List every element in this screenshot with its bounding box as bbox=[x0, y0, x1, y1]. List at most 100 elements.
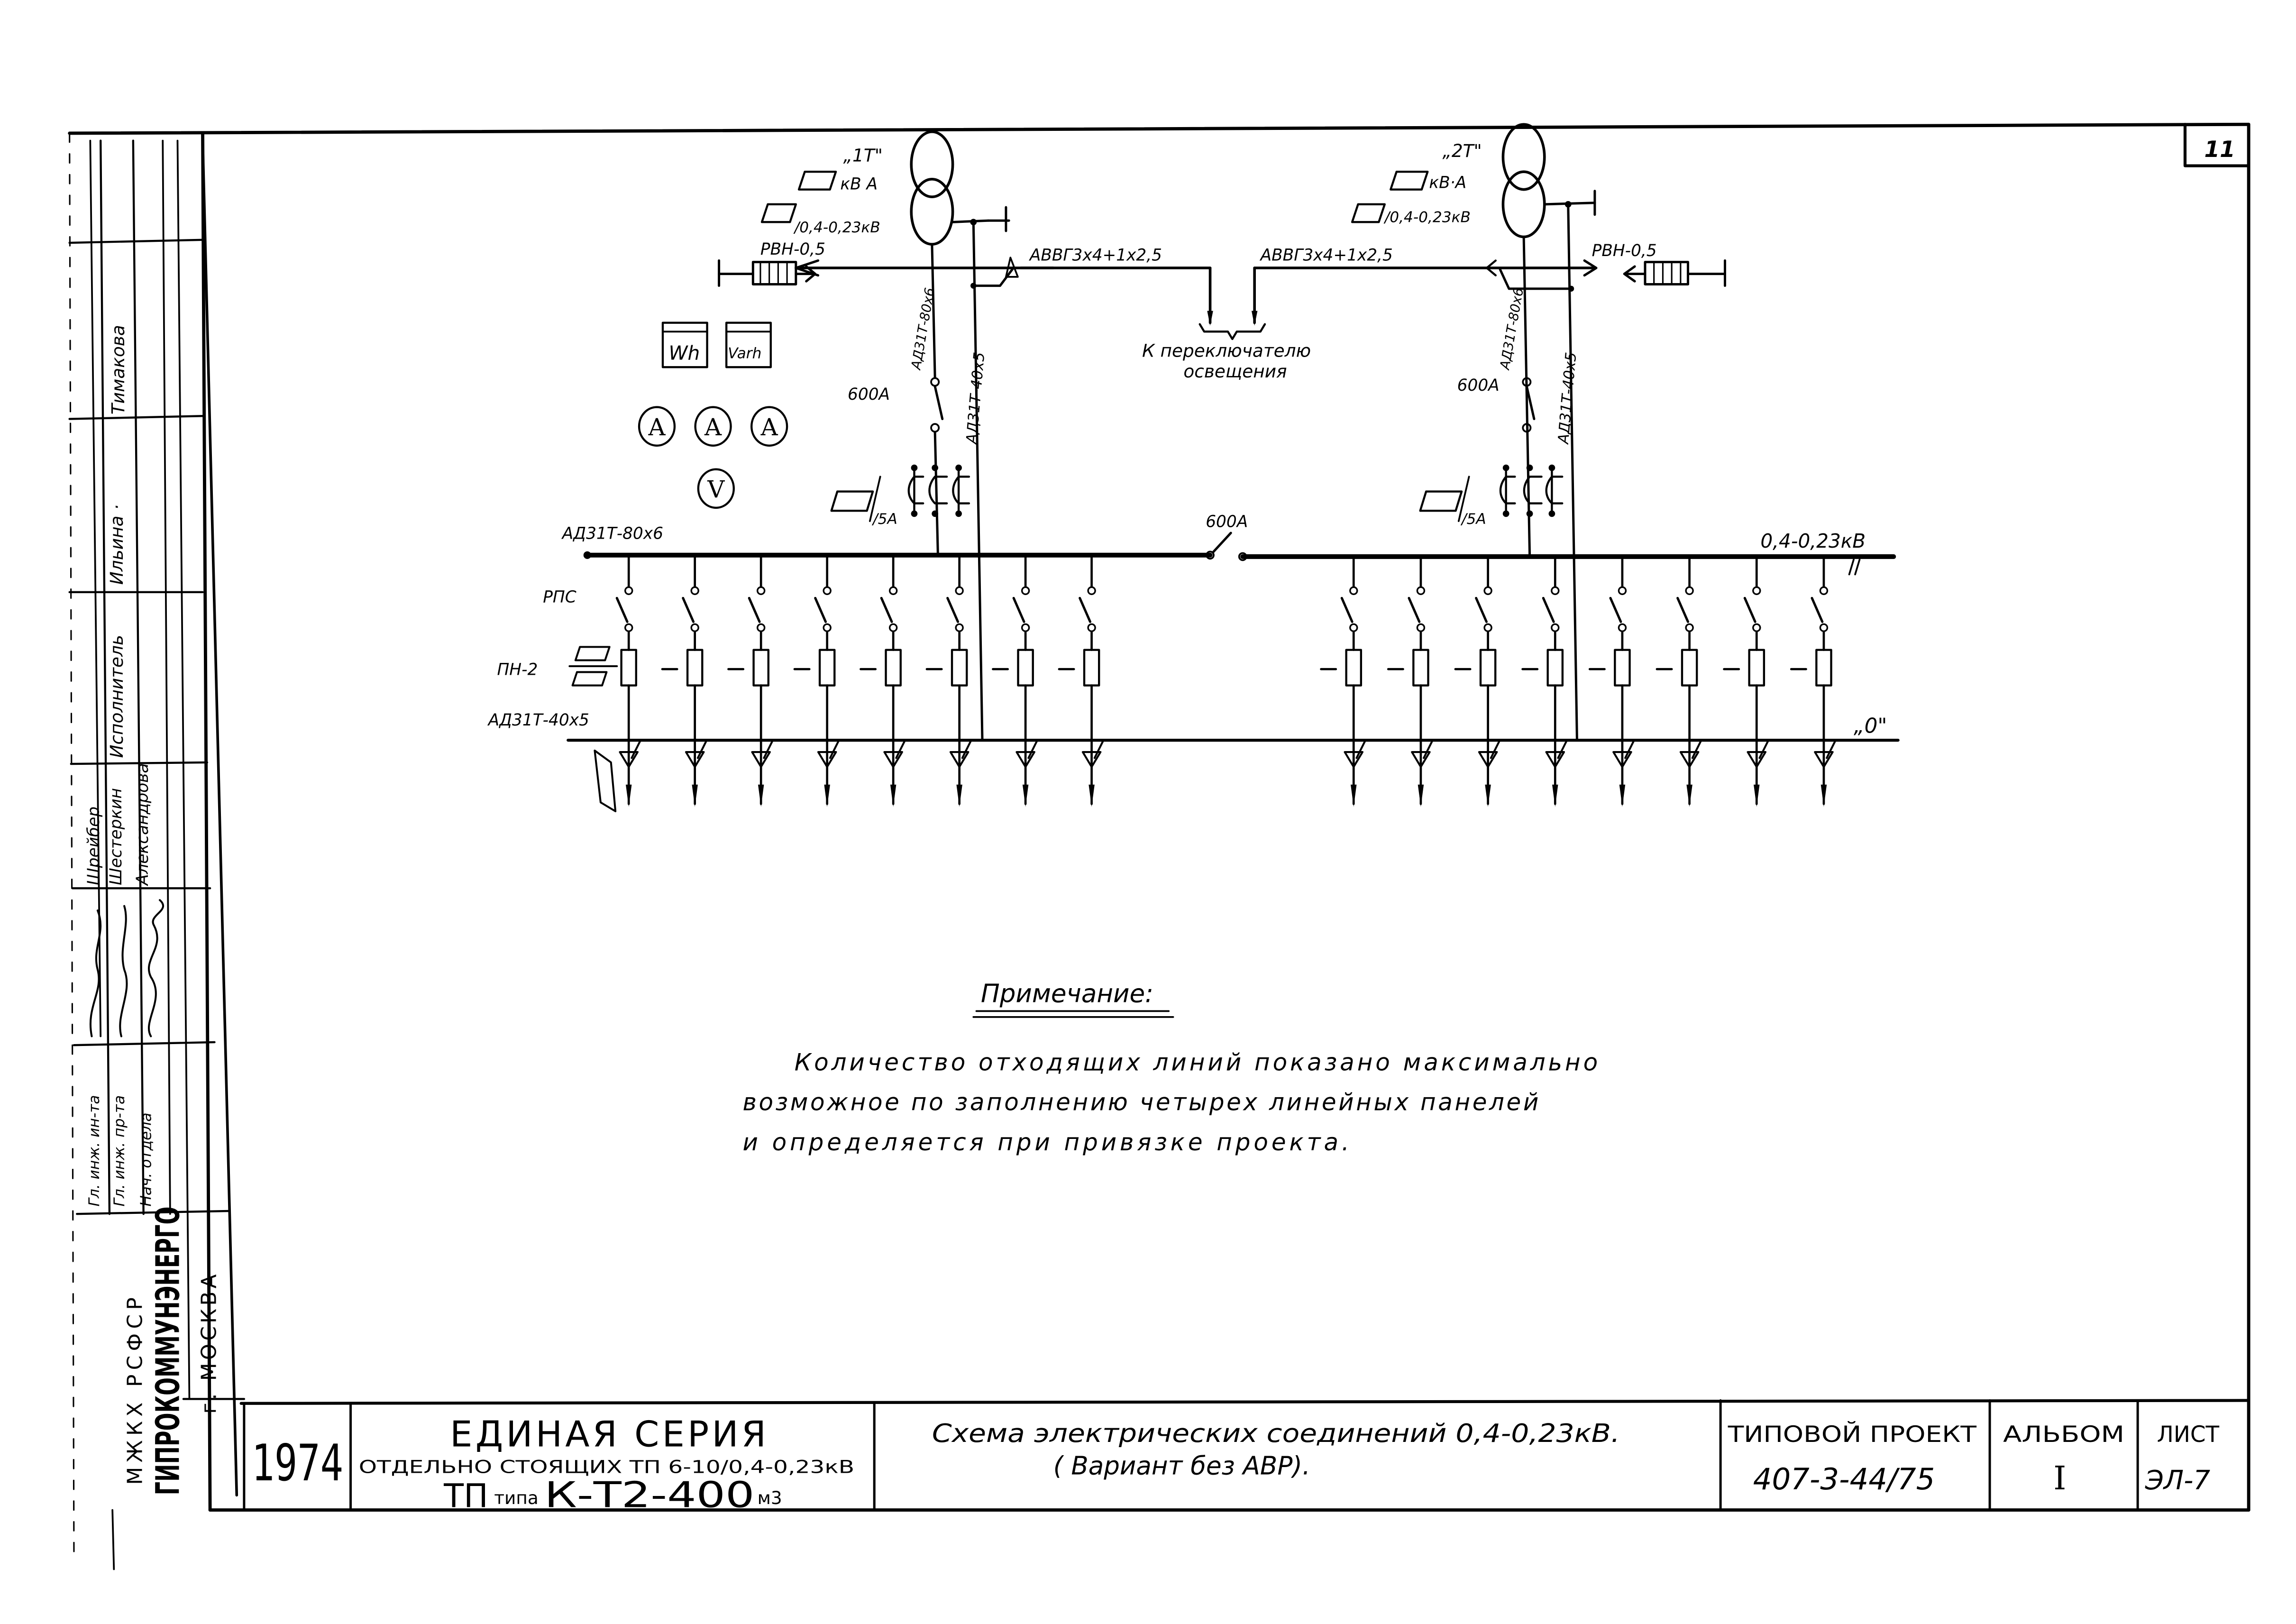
switch-contact-top bbox=[1483, 586, 1492, 595]
sheet-number: 11 bbox=[2205, 137, 2235, 163]
switch-blade bbox=[615, 596, 629, 623]
ammeter-1: A bbox=[638, 406, 676, 447]
transformer-2t-arrester-label: РВН-0,5 bbox=[1592, 241, 1657, 260]
transformer-1t-voltage: /0,4-0,23кВ bbox=[793, 219, 880, 236]
stamp-role-1: Гл. инж. пр-та bbox=[111, 1095, 128, 1207]
arrow-down-icon bbox=[758, 784, 764, 807]
transformer-2t: „2Т" кВ·А /0,4-0,23кВ РВН-0,5 600А bbox=[1351, 123, 1726, 742]
transformer-2t-voltage: /0,4-0,23кВ bbox=[1383, 209, 1471, 226]
arrow-down-icon bbox=[1485, 784, 1491, 807]
neutral-tap bbox=[1027, 739, 1039, 759]
transformer-1t-breaker: 600А bbox=[848, 385, 890, 404]
transformer-2t-neutral-riser: АД31Т-40х5 bbox=[1555, 351, 1580, 445]
switch-contact-top bbox=[1752, 586, 1761, 595]
ammeter-2: A bbox=[694, 406, 732, 447]
project-number: 407-3-44/75 bbox=[1753, 1462, 1935, 1496]
fuse-icon bbox=[1681, 649, 1698, 687]
switch-contact-bottom bbox=[1551, 623, 1560, 633]
tp-type-line: ТП типа К-Т2-400 м3 bbox=[443, 1474, 782, 1515]
feeder-left-4 bbox=[793, 555, 840, 807]
switch-contact-top bbox=[1416, 586, 1426, 595]
switch-contact-bottom bbox=[624, 623, 633, 633]
feeder-left-7 bbox=[992, 555, 1039, 807]
fuse-icon bbox=[1345, 649, 1363, 687]
switch-contact-bottom bbox=[1618, 623, 1627, 633]
fuse-icon bbox=[1614, 649, 1631, 687]
switch-contact-bottom bbox=[888, 623, 898, 633]
drawing-title-line1: Схема электрических соединений 0,4-0,23к… bbox=[932, 1419, 1620, 1448]
neutral-tap bbox=[696, 739, 708, 759]
fuse-icon bbox=[951, 649, 968, 687]
switch-contact-bottom bbox=[1021, 623, 1030, 633]
cable-end-icon bbox=[949, 751, 970, 768]
stamp-org-line3: г. МОСКВА bbox=[197, 1271, 221, 1413]
transformer-2t-busdown: АД31Т-80х6 bbox=[1497, 286, 1527, 371]
arrow-down-icon bbox=[890, 784, 896, 807]
switch-blade bbox=[946, 596, 960, 623]
arrow-down-icon bbox=[1754, 784, 1760, 807]
arrow-down-icon bbox=[1418, 784, 1424, 807]
switch-contact-bottom bbox=[1685, 623, 1694, 633]
neutral-tap bbox=[1826, 739, 1837, 759]
svg-text:A: A bbox=[760, 413, 778, 441]
svg-text:A: A bbox=[648, 413, 666, 441]
neutral-tap bbox=[1557, 739, 1568, 759]
stamp-name-1: Шестеркин bbox=[107, 788, 126, 885]
series-subtitle: ОТДЕЛЬНО СТОЯЩИХ ТП 6-10/0,4-0,23кВ bbox=[359, 1457, 854, 1477]
switch-contact-top bbox=[1349, 586, 1358, 595]
arrow-down-icon bbox=[1686, 784, 1692, 807]
switch-blade bbox=[1340, 596, 1354, 623]
svg-text:A: A bbox=[704, 413, 722, 441]
feeder-group bbox=[615, 555, 1837, 807]
fuse-rating-box-2 bbox=[571, 671, 608, 687]
arrow-down-icon bbox=[1089, 784, 1095, 807]
cable-end-icon bbox=[1545, 751, 1565, 768]
feeder-left-8 bbox=[1058, 555, 1105, 807]
stamp-column: Тимакова Ильина · Исполнитель Шрейбер Ше… bbox=[68, 139, 246, 1497]
fuse-icon bbox=[686, 649, 704, 687]
lighting-target-line1: К переключателю bbox=[1142, 340, 1311, 361]
stamp-org-line1: МЖКХ РСФСР bbox=[123, 1293, 147, 1485]
fuse-icon bbox=[752, 649, 769, 687]
neutral-tap bbox=[829, 739, 840, 759]
neutral-bus-name: „0" bbox=[1854, 714, 1887, 738]
fuse-type-label: ПН-2 bbox=[497, 661, 538, 679]
title-block: 1974 ЕДИНАЯ СЕРИЯ ОТДЕЛЬНО СТОЯЩИХ ТП 6-… bbox=[239, 1399, 2250, 1515]
cable-end-icon bbox=[883, 751, 903, 768]
lighting-feeders: АВВГ3х4+1х2,5 АВВГ3х4+1х2,5 К переключат… bbox=[1019, 246, 1488, 382]
cable-end-icon bbox=[1747, 751, 1767, 768]
transformer-2t-kva: кВ·А bbox=[1429, 174, 1466, 193]
transformer-1t-ct-ratio: /5А bbox=[871, 511, 897, 528]
switch-contact-bottom bbox=[756, 623, 766, 633]
switch-contact-bottom bbox=[955, 623, 964, 633]
switch-blade bbox=[1542, 596, 1555, 623]
feeder-right-5 bbox=[1588, 555, 1635, 807]
neutral-bus-section-label: АД31Т-40х5 bbox=[487, 711, 589, 730]
meter-wh-label: Wh bbox=[668, 342, 700, 365]
album-label: АЛЬБОМ bbox=[2003, 1422, 2124, 1448]
stamp-org-line2: ГИПРОКОММУНЭНЕРГО bbox=[149, 1207, 187, 1496]
lighting-cable-right: АВВГ3х4+1х2,5 bbox=[1260, 246, 1393, 265]
switch-contact-top bbox=[1087, 586, 1096, 595]
arrow-right-icon bbox=[1583, 259, 1598, 277]
cable-end-icon bbox=[1411, 751, 1431, 768]
transformer-1t-hv-winding bbox=[910, 130, 954, 199]
arrow-down-icon bbox=[692, 784, 698, 807]
arrow-down-icon bbox=[1022, 784, 1029, 807]
switch-blade bbox=[1811, 596, 1824, 623]
feeder-right-6 bbox=[1656, 555, 1702, 807]
feeder-left-3 bbox=[727, 555, 774, 807]
transformer-1t-kva: кВ А bbox=[840, 175, 878, 194]
neutral-tap bbox=[1758, 739, 1770, 759]
rating-box-voltage bbox=[760, 203, 797, 223]
neutral-tap bbox=[1490, 739, 1501, 759]
series-title: ЕДИНАЯ СЕРИЯ bbox=[450, 1413, 769, 1455]
neutral-tap bbox=[1423, 739, 1434, 759]
switch-contact-bottom bbox=[690, 623, 699, 633]
lighting-target-line2: освещения bbox=[1183, 361, 1287, 382]
fuse-icon bbox=[1815, 649, 1832, 687]
arrow-down-icon bbox=[1619, 784, 1626, 807]
stamp-executor-name: Тимакова bbox=[108, 325, 128, 414]
arrow-down-icon bbox=[1820, 784, 1827, 807]
rating-box-kva bbox=[797, 170, 837, 191]
